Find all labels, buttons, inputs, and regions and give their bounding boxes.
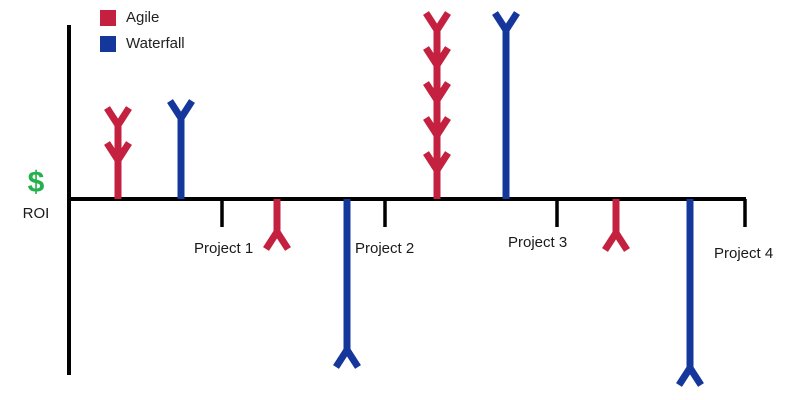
arrow-head (104, 106, 132, 132)
arrow-agile-1 (104, 106, 132, 199)
arrow-agile-5 (423, 11, 451, 199)
arrow-waterfall-2 (167, 99, 195, 199)
arrow-head (167, 99, 195, 125)
arrow-head (676, 361, 704, 387)
arrow-agile-7 (602, 199, 630, 252)
x-axis-tick-label-1: Project 1 (194, 240, 254, 257)
arrow-head (492, 11, 520, 37)
arrow-agile-3 (263, 199, 291, 251)
arrow-head (423, 116, 451, 142)
legend-item-label: Agile (126, 9, 160, 26)
arrow-head (602, 226, 630, 252)
square-swatch-icon (100, 36, 116, 52)
arrow-head (263, 225, 291, 251)
arrow-head (104, 141, 132, 167)
arrow-waterfall-8 (676, 199, 704, 387)
x-axis-tick-label-4: Project 4 (714, 245, 774, 262)
arrow-head (423, 81, 451, 107)
legend: Agile Waterfall (100, 10, 185, 52)
arrows-group (104, 11, 704, 387)
arrow-head (333, 343, 361, 369)
legend-item-agile[interactable]: Agile (100, 10, 185, 26)
roi-axis-label-group: $ ROI (12, 168, 60, 222)
legend-item-label: Waterfall (126, 35, 185, 52)
square-swatch-icon (100, 10, 116, 26)
arrow-head (423, 151, 451, 177)
arrow-waterfall-6 (492, 11, 520, 199)
arrow-head (423, 11, 451, 37)
arrow-head (423, 46, 451, 72)
x-axis-tick-label-3: Project 3 (508, 234, 568, 251)
x-axis-tick-label-2: Project 2 (355, 240, 415, 257)
y-axis-label: ROI (22, 205, 50, 222)
dollar-sign-icon: $ (27, 166, 45, 199)
legend-item-waterfall[interactable]: Waterfall (100, 36, 185, 52)
arrow-waterfall-4 (333, 199, 361, 369)
axes-group (67, 25, 747, 375)
